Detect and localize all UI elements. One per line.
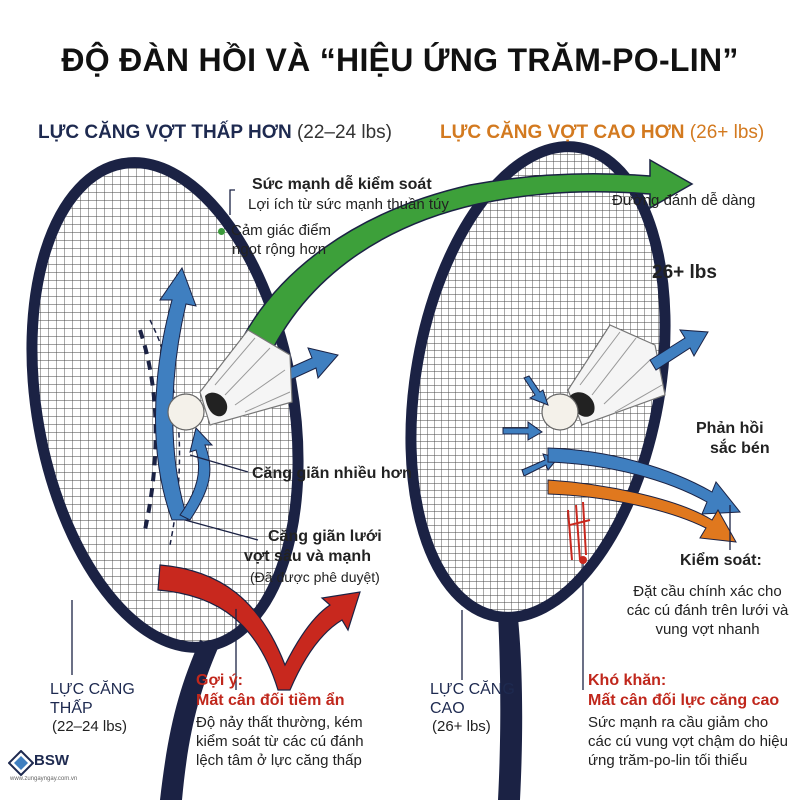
left-heading-bold: LỰC CĂNG VỢT THẤP HƠN [38, 122, 292, 143]
right-blue-arrows [502, 329, 741, 515]
bullet-sweetspot: Cảm giác điểm [218, 222, 331, 239]
control-title: Kiểm soát: [680, 552, 762, 569]
green-power-arrow [231, 158, 694, 373]
callout-lines [71, 189, 731, 690]
right-heading: LỰC CĂNG VỢT CAO HƠN (26+ lbs) [440, 122, 764, 144]
orange-control-arrow [547, 479, 737, 543]
tension-value: 26+ lbs [652, 262, 717, 283]
left-corner-line2: THẤP [50, 700, 93, 717]
left-corner-line1: LỰC CĂNG [50, 681, 135, 698]
left-heading: LỰC CĂNG VỢT THẤP HƠN (22–24 lbs) [38, 122, 392, 144]
bullet-power-title: Sức mạnh dễ kiểm soát [252, 176, 432, 193]
right-heading-range: (26+ lbs) [689, 122, 765, 143]
red-imbalance-arrow [157, 564, 361, 691]
right-corner-line2: CAO [430, 700, 465, 717]
control-body: Đặt cầu chính xác cho các cú đánh trên l… [626, 583, 789, 638]
brand-logo: BSW www.zungayngay.com.vn [8, 750, 98, 786]
difficulty-body: Sức mạnh ra cầu giảm cho các cú vung vợt… [588, 714, 788, 769]
right-corner-range: (26+ lbs) [432, 718, 491, 735]
bullet-dot [218, 227, 225, 235]
right-shuttlecock [541, 324, 666, 431]
hint-body: Độ nảy thất thường, kém kiểm soát từ các… [196, 714, 364, 769]
difficulty-title: Mất cân đối lực căng cao [588, 692, 780, 709]
bullet-sweetspot-line1: Cảm giác điểm [231, 222, 332, 239]
right-corner-label: LỰC CĂNG CAO [430, 680, 515, 718]
deep-stretch-line1: Căng giãn lưới [268, 528, 382, 545]
page-title: ĐỘ ĐÀN HỒI VÀ “HIỆU ỨNG TRĂM-PO-LIN” [61, 42, 739, 78]
right-heading-bold: LỰC CĂNG VỢT CAO HƠN [440, 122, 685, 143]
feedback-line1: Phản hồi [696, 420, 764, 437]
left-corner-range: (22–24 lbs) [52, 718, 128, 735]
left-corner-label: LỰC CĂNG THẤP [50, 680, 135, 718]
easy-path-label: Đường đánh dễ dàng [612, 192, 756, 209]
left-shuttlecock [167, 329, 293, 431]
hint-title: Mất cân đối tiềm ẩn [196, 692, 345, 709]
hint-label: Gợi ý: [196, 672, 243, 689]
stretch-more-label: Căng giãn nhiều hơn [252, 465, 412, 482]
left-heading-range: (22–24 lbs) [296, 122, 393, 143]
deep-stretch-note: (Đã được phê duyệt) [250, 569, 380, 585]
bullet-sweetspot-line2: ngọt rộng hơn [232, 241, 327, 258]
logo-name: BSW [34, 752, 69, 769]
feedback-line2: sắc bén [710, 440, 770, 457]
logo-mark-icon [8, 750, 34, 776]
right-corner-line1: LỰC CĂNG [430, 681, 515, 698]
deep-stretch-line2: vợt sâu và mạnh [244, 548, 371, 565]
difficulty-label: Khó khăn: [588, 672, 667, 689]
left-blue-arrows [155, 266, 339, 521]
bullet-power-desc: Lợi ích từ sức mạnh thuần túy [248, 196, 449, 213]
logo-url: www.zungayngay.com.vn [10, 776, 78, 782]
tension-marks [567, 501, 591, 561]
